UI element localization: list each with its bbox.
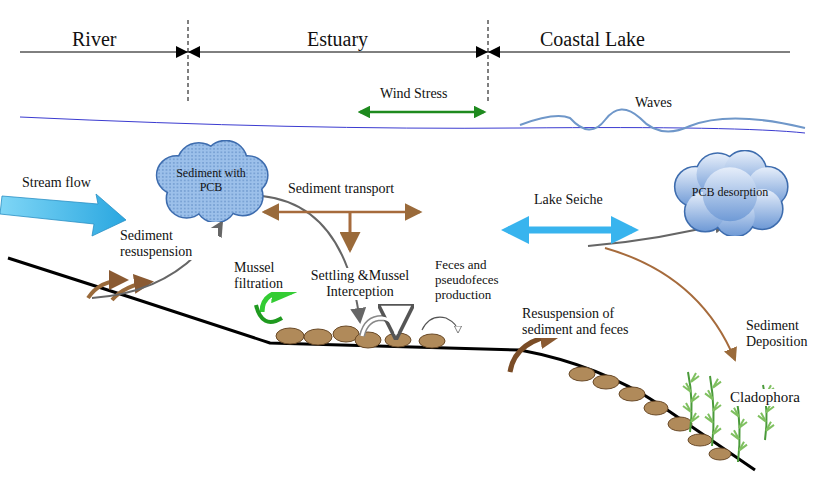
process-label: Sediment transport <box>286 181 396 197</box>
process-label: Stream flow <box>20 175 93 191</box>
process-label: Settling &Mussel Interception <box>303 268 417 300</box>
process-label: Resuspension of sediment and feces <box>520 306 658 338</box>
process-label: Sediment Deposition <box>744 318 812 350</box>
zone-label: River <box>70 28 118 51</box>
cloud-text: Sediment with PCB <box>173 167 249 195</box>
cloud-text: PCB desorption <box>692 186 768 200</box>
cloud-node: PCB desorption <box>668 150 792 236</box>
organism-label: Cladophora <box>728 389 802 406</box>
cloud-node: Sediment with PCB <box>150 140 272 222</box>
process-label: Lake Seiche <box>532 192 605 208</box>
process-label: Waves <box>633 95 674 111</box>
zone-label: Coastal Lake <box>538 28 647 51</box>
process-label: Mussel filtration <box>232 260 308 292</box>
zone-label: Estuary <box>305 28 370 51</box>
process-label: Feces and pseudofeces production <box>433 258 523 303</box>
process-label: Wind Stress <box>378 86 450 102</box>
process-label: Sediment resuspension <box>118 228 218 260</box>
